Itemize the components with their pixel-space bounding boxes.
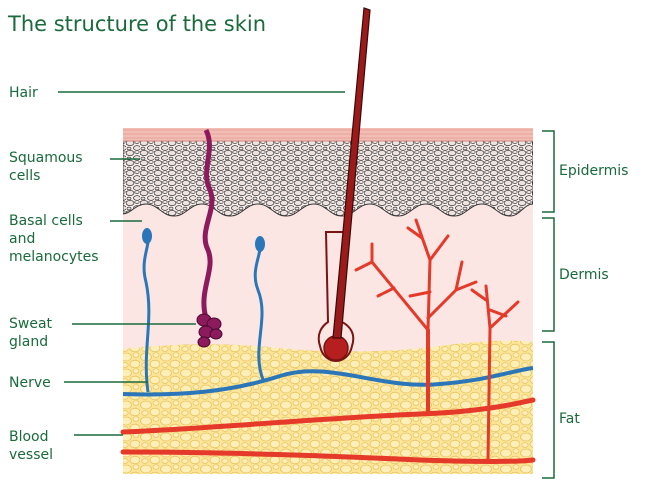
hair-bulb <box>324 336 348 360</box>
label-epidermis: Epidermis <box>559 162 628 180</box>
label-hair: Hair <box>9 84 38 102</box>
layer-brackets <box>542 131 554 478</box>
label-dermis: Dermis <box>559 266 609 284</box>
stratum-corneum <box>123 128 533 141</box>
label-nerve: Nerve <box>9 374 51 392</box>
label-fat: Fat <box>559 410 580 428</box>
nerve-ending-left <box>142 228 152 244</box>
epidermis-squamous-layer <box>123 140 533 216</box>
nerve-ending-right <box>255 236 265 252</box>
